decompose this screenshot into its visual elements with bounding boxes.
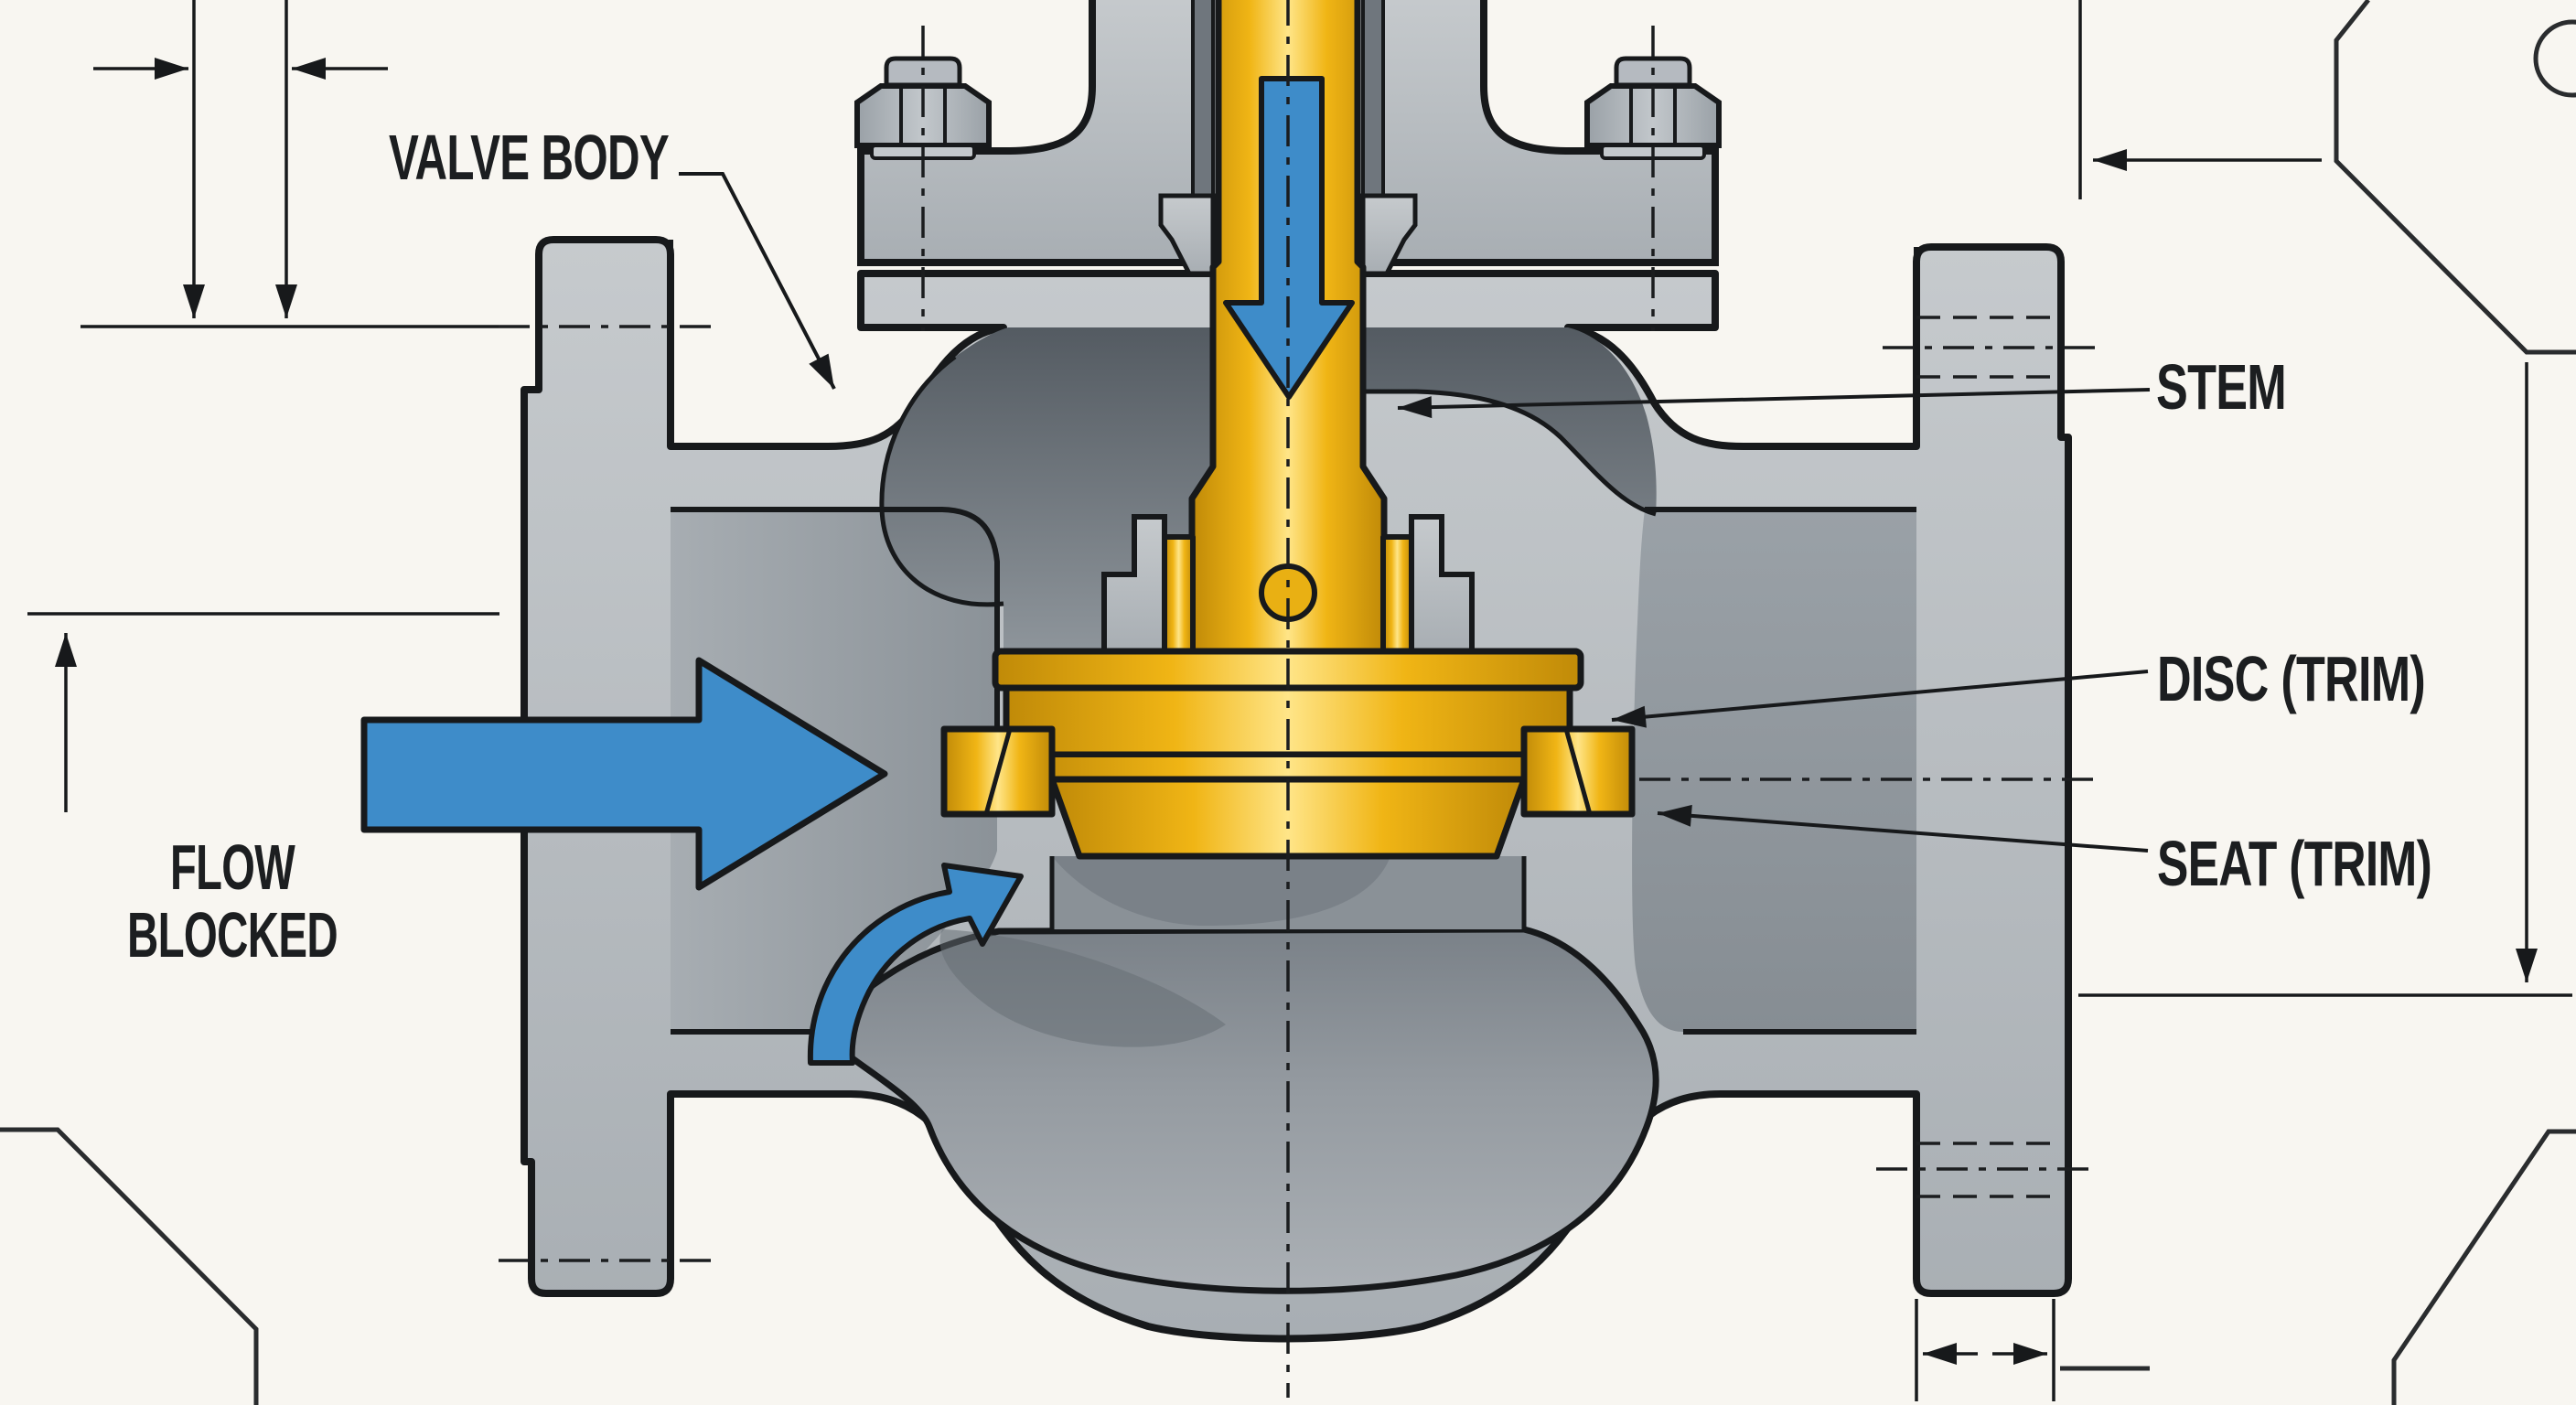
bolt-hole-right-top: [1883, 316, 2097, 379]
stem-label: STEM: [2156, 351, 2286, 423]
gland-right: [1360, 193, 1418, 276]
flow-blocked-label-line1: FLOW: [170, 831, 295, 903]
disc-holder-lip-left: [1162, 534, 1196, 654]
labels: VALVE BODY STEM DISC (TRIM) SEAT (TRIM) …: [127, 122, 2432, 971]
belly-shadow: [939, 929, 1226, 1047]
disc-label: DISC (TRIM): [2157, 643, 2425, 714]
bottom-left-outline: [0, 1127, 259, 1405]
nut-facets-right: [1629, 88, 1677, 145]
flange-seams: [668, 240, 1919, 446]
dimension-lines: [27, 0, 2572, 1401]
bottom-right-outline: [2391, 1129, 2576, 1405]
valve-body-group: [521, 236, 2072, 1343]
disc-skirt: [1048, 776, 1528, 860]
centerlines: [499, 0, 2104, 1398]
stuffing-box-left: [1191, 0, 1215, 214]
top-right-outline: [2334, 0, 2576, 355]
top-right-bolt-circle: [2533, 19, 2576, 98]
interior-lines: [671, 354, 1916, 1035]
flow-blocked-label-line2: BLOCKED: [127, 899, 338, 971]
valve-body-leader: [679, 172, 836, 390]
seat-label: SEAT (TRIM): [2157, 828, 2431, 899]
seat-leader: [1657, 804, 2149, 853]
label-leaders: [679, 172, 2151, 853]
flow-arrow-right-icon: [360, 657, 888, 891]
outlet-passage: [1632, 509, 1916, 1032]
disc-holder-lip-right: [1380, 534, 1414, 654]
nut-facets-left: [899, 88, 947, 145]
bolt-hole-right-bottom: [1876, 1142, 2090, 1198]
stem-leader: [1397, 388, 2151, 419]
stuffing-box-right: [1361, 0, 1385, 214]
seat-bevels: [983, 728, 1593, 815]
curved-flow-arrow-icon: [807, 863, 1024, 1066]
disc-leader: [1611, 670, 2149, 728]
gland-left: [1158, 193, 1216, 276]
under-disc-shadow: [1052, 856, 1390, 926]
valve-body-label: VALVE BODY: [389, 122, 669, 193]
